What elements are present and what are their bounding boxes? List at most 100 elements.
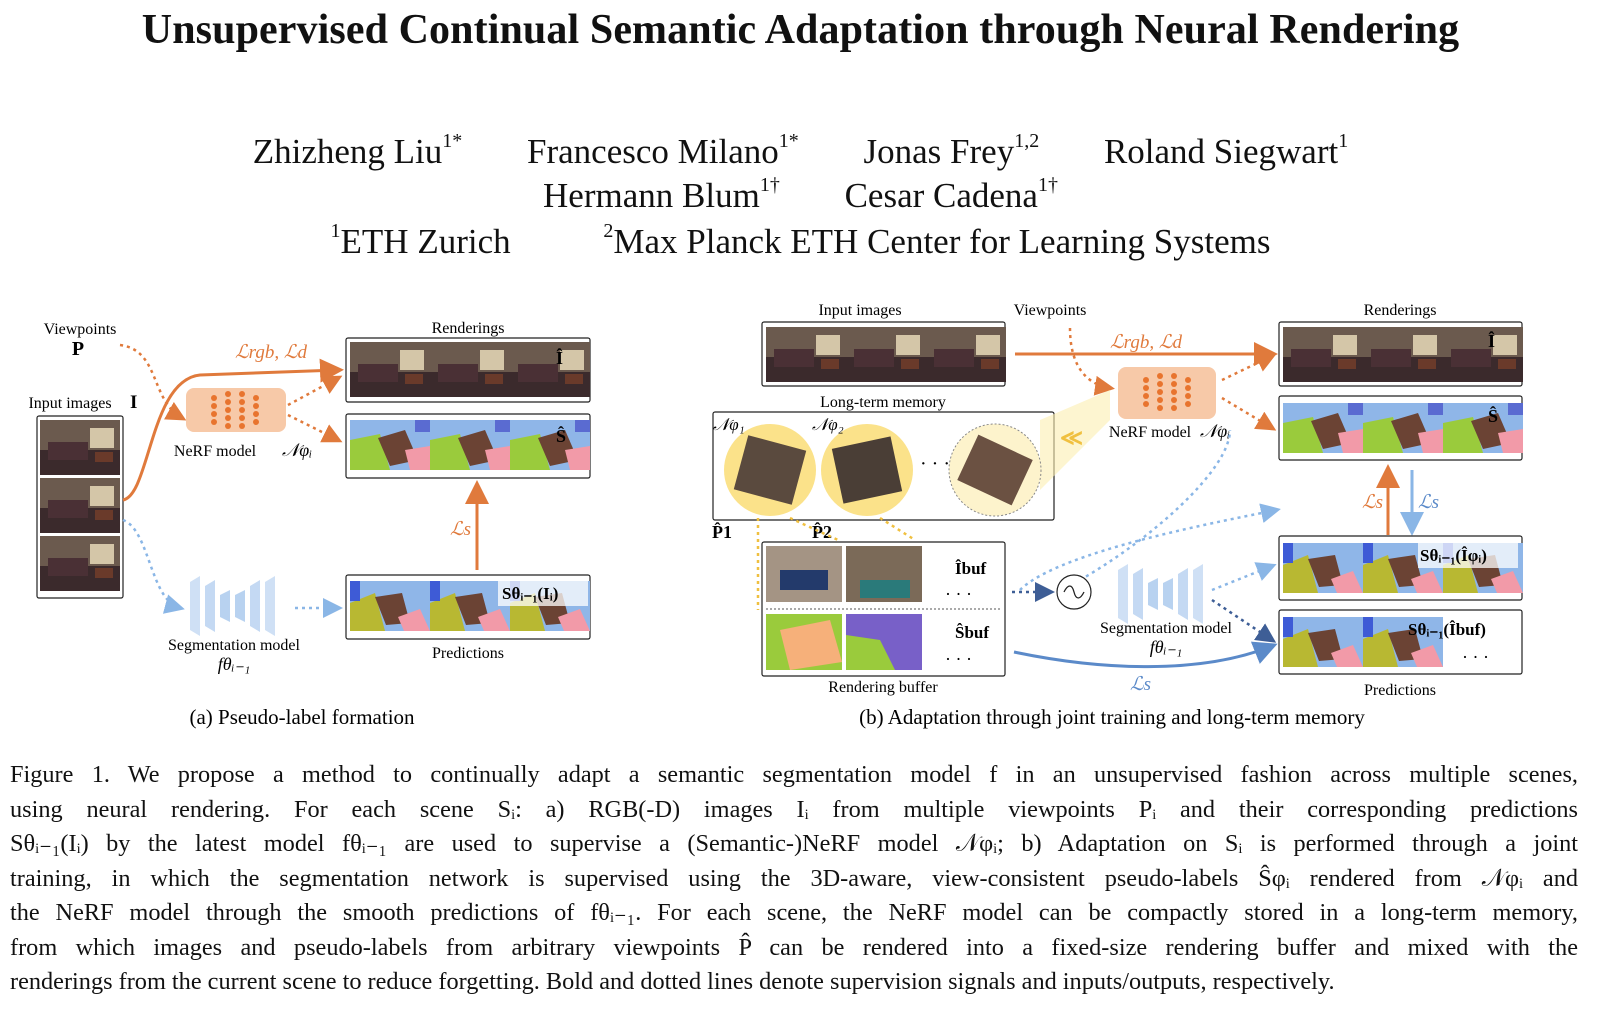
rgb-loss-arrow (122, 358, 344, 502)
predictions-label: Predictions (432, 645, 504, 662)
prediction (1283, 617, 1363, 667)
rendered-semantic (1363, 403, 1443, 453)
caption-line: Sθᵢ₋₁(Iᵢ) by the latest model fθᵢ₋₁ are … (10, 830, 1578, 857)
input-to-seg-arrow (122, 518, 185, 614)
prediction-symbol: Sθᵢ₋₁(Iᵢ) (502, 584, 558, 603)
panel-a-caption: (a) Pseudo-label formation (189, 705, 415, 729)
seg-model-label-b: Segmentation model (1100, 620, 1233, 637)
nerf-symbol-b: 𝒩φᵢ (1200, 421, 1230, 441)
figure-caption: Figure 1. We propose a method to continu… (10, 758, 1578, 1000)
input-image (846, 327, 926, 382)
viewpoints-label-b: Viewpoints (1014, 302, 1087, 319)
authors-row-2: Hermann Blum1† Cesar Cadena1† (0, 174, 1601, 216)
rendered-semantic-symbol: Ŝ (556, 425, 566, 446)
input-images-label: Input images (28, 395, 111, 412)
rendered-image (1443, 327, 1523, 382)
affiliations: 1ETH Zurich 2Max Planck ETH Center for L… (0, 220, 1601, 262)
nerf-model-box (186, 388, 286, 432)
input-image (40, 478, 120, 533)
affiliation: 2Max Planck ETH Center for Learning Syst… (603, 220, 1271, 261)
authors-row-1: Zhizheng Liu1* Francesco Milano1* Jonas … (0, 130, 1601, 172)
seg-to-pred-arrow-b (1211, 562, 1277, 592)
panel-b-caption: (b) Adaptation through joint training an… (859, 705, 1365, 729)
nerf-network-icon-b (1143, 373, 1191, 411)
nerf-phi1-label: 𝒩φ₁ (713, 415, 745, 434)
rendered-semantic (430, 420, 510, 470)
seg-input-arrow (1019, 503, 1281, 591)
caption-line: from which images and pseudo-labels from… (10, 933, 1578, 961)
rendered-image (510, 342, 590, 397)
renderings-label: Renderings (432, 320, 505, 337)
memory-chevrons: ≪ (1060, 425, 1083, 450)
buffer-semantic-loss-label: ℒs (1130, 674, 1151, 695)
nerf-model-label-b: NeRF model (1109, 424, 1192, 441)
renderings-label-b: Renderings (1364, 302, 1437, 319)
input-images-symbol: I (130, 392, 137, 413)
prediction (350, 581, 430, 631)
input-images-label-b: Input images (818, 302, 901, 319)
semantic-loss-label: ℒs (450, 519, 471, 540)
input-image (766, 327, 846, 382)
predictions-label-b: Predictions (1364, 682, 1436, 699)
nerf-to-rgb-arrow-b (1221, 353, 1277, 382)
ellipsis: · · · (945, 584, 972, 604)
viewpoint-p2-label: P̂2 (812, 522, 832, 542)
viewpoints-label: Viewpoints (44, 321, 117, 338)
author: Roland Siegwart1 (1103, 130, 1349, 171)
caption-line: using neural rendering. For each scene S… (10, 795, 1578, 823)
buffer-semantic-loss-arrow (1013, 641, 1278, 669)
rendering-buffer-label: Rendering buffer (828, 679, 938, 696)
caption-line: training, in which the segmentation netw… (10, 864, 1578, 892)
segmentation-network-icon (190, 576, 275, 636)
long-term-memory-label: Long-term memory (820, 394, 946, 411)
buffer-prediction-symbol: Sθᵢ₋₁(Îbuf) (1408, 620, 1486, 639)
semantic-loss-label-down: ℒs (1418, 492, 1439, 513)
nerf-to-seg-dotted (1079, 429, 1232, 582)
affiliation: 1ETH Zurich (330, 220, 511, 261)
prediction-symbol-b: Sθᵢ₋₁(Îφᵢ) (1420, 546, 1487, 565)
nerf-to-sem-arrow-b (1221, 396, 1277, 431)
input-image (40, 536, 120, 591)
seg-model-symbol-b: fθᵢ₋₁ (1150, 637, 1182, 657)
viewpoints-symbol: P (72, 338, 84, 360)
rendered-image (430, 342, 510, 397)
rendered-semantic (350, 420, 430, 470)
input-image (926, 327, 1006, 382)
rendered-image-symbol: Î (556, 347, 563, 368)
seg-to-buffer-pred-arrow (1211, 598, 1277, 643)
seg-model-symbol: fθᵢ₋₁ (218, 654, 250, 674)
memory-to-buffer-arrow (789, 516, 839, 542)
author: Hermann Blum1† (543, 174, 780, 215)
nerf-phi2-label: 𝒩φ₂ (812, 415, 844, 434)
ellipsis: · · · (945, 649, 972, 669)
seg-model-label: Segmentation model (168, 637, 301, 654)
rendered-image-symbol-b: Î (1488, 330, 1495, 351)
rgb-depth-loss-label-b: ℒrgb, ℒd (1110, 332, 1183, 353)
rendered-semantic (1283, 403, 1363, 453)
input-image (40, 420, 120, 475)
buffer-semantic-symbol: Ŝbuf (955, 623, 989, 642)
buffer-image-symbol: Îbuf (955, 559, 987, 578)
author: Jonas Frey1,2 (863, 130, 1040, 171)
memory-highlight-beam (1040, 390, 1110, 490)
rendered-semantic (1443, 403, 1523, 453)
rendered-image (350, 342, 430, 397)
viewpoint-p1-label: P̂1 (712, 522, 732, 542)
rendered-semantic-symbol-b: Ŝ (1488, 405, 1498, 426)
memory-to-buffer-arrow (879, 516, 916, 542)
rgb-depth-loss-label: ℒrgb, ℒd (235, 342, 308, 363)
author: Francesco Milano1* (527, 130, 799, 171)
paper-title: Unsupervised Continual Semantic Adaptati… (141, 7, 1460, 53)
caption-line: Figure 1. We propose a method to continu… (10, 761, 1578, 788)
figure-1: Viewpoints P Input images I ℒrgb, ℒd NeR… (28, 302, 1523, 729)
semantic-loss-label-b: ℒs (1362, 492, 1383, 513)
viewpoints-arrow (119, 343, 187, 421)
viewpoints-arrow-b (1068, 327, 1115, 396)
nerf-to-sem-arrow (287, 413, 343, 443)
ellipsis: · · · (920, 453, 950, 475)
rendered-image (1363, 327, 1443, 382)
nerf-model-box-b (1118, 367, 1216, 419)
rendered-image (1283, 327, 1363, 382)
prediction (1283, 543, 1363, 593)
segmentation-network-icon-b (1118, 564, 1203, 624)
